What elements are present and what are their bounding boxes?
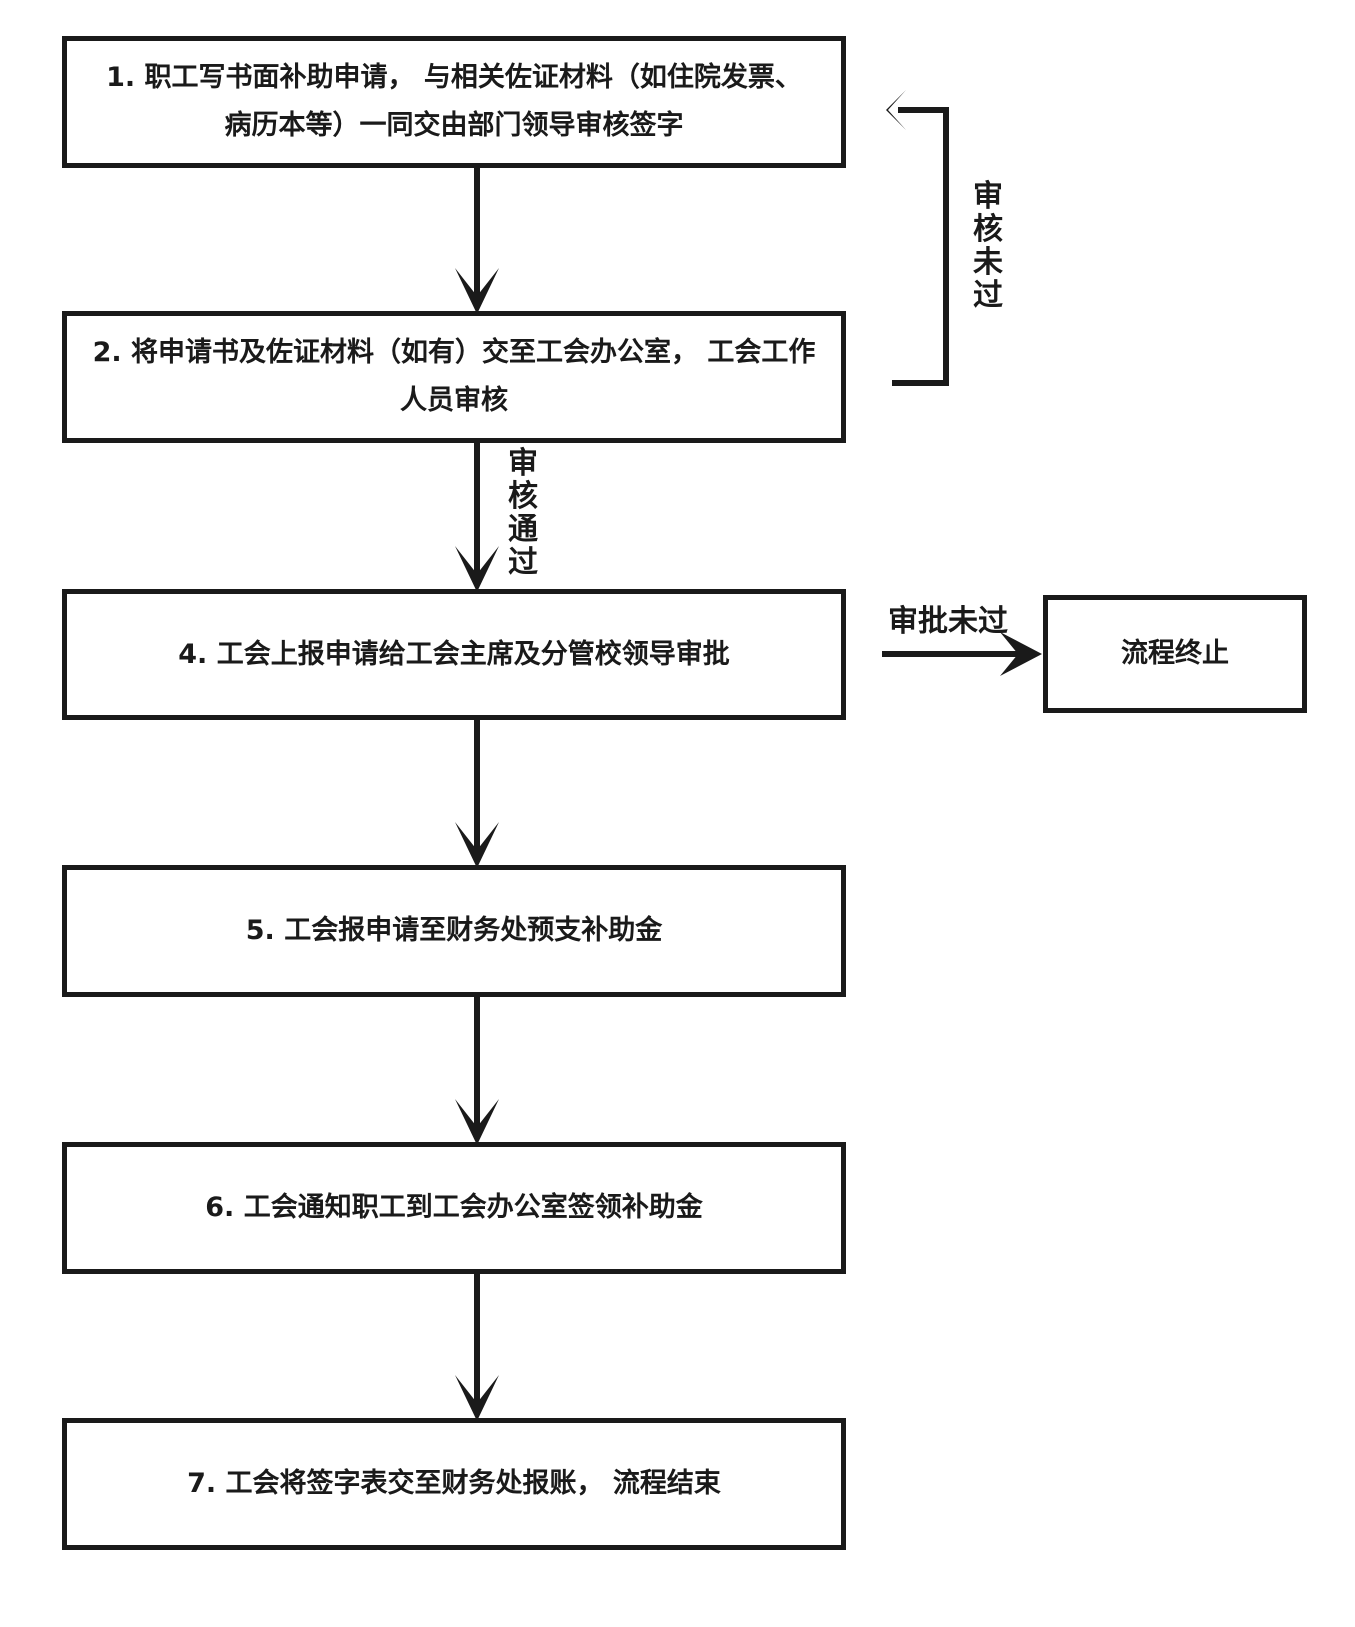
step-6-box: 6. 工会通知职工到工会办公室签领补助金 bbox=[62, 1142, 846, 1274]
edge-label-review-rejected: 审核未过 bbox=[973, 179, 1003, 313]
step-2-box: 2. 将申请书及佐证材料（如有）交至工会办公室， 工会工作 人员审核 bbox=[62, 311, 846, 443]
step-5-text: 5. 工会报申请至财务处预支补助金 bbox=[245, 915, 663, 946]
step-4-box: 4. 工会上报申请给工会主席及分管校领导审批 bbox=[62, 589, 846, 720]
terminate-box: 流程终止 bbox=[1043, 595, 1307, 713]
edge-label-approval-rejected: 审批未过 bbox=[888, 604, 1008, 639]
arrowhead-down-4 bbox=[455, 1099, 499, 1145]
step-4-text: 4. 工会上报申请给工会主席及分管校领导审批 bbox=[178, 638, 730, 670]
arrowhead-down-5 bbox=[455, 1375, 499, 1421]
step-2-text-line1: 2. 将申请书及佐证材料（如有）交至工会办公室， 工会工作 bbox=[92, 337, 816, 368]
terminate-text: 流程终止 bbox=[1121, 638, 1229, 669]
arrowhead-right-terminate bbox=[1000, 632, 1042, 676]
arrow-review-rejected-loop bbox=[892, 107, 949, 386]
edge-label-review-passed: 审核通过 bbox=[508, 446, 538, 580]
step-7-box: 7. 工会将签字表交至财务处报账， 流程结束 bbox=[62, 1418, 846, 1550]
step-1-box: 1. 职工写书面补助申请， 与相关佐证材料（如住院发票、 病历本等）一同交由部门… bbox=[62, 36, 846, 168]
step-5-box: 5. 工会报申请至财务处预支补助金 bbox=[62, 865, 846, 997]
arrowhead-down-3 bbox=[455, 822, 499, 868]
step-2-text-line2: 人员审核 bbox=[400, 385, 508, 416]
step-6-text: 6. 工会通知职工到工会办公室签领补助金 bbox=[205, 1192, 703, 1223]
arrowhead-down-2 bbox=[455, 546, 499, 592]
step-1-text-line1: 1. 职工写书面补助申请， 与相关佐证材料（如住院发票、 bbox=[106, 62, 802, 93]
step-1-text-line2: 病历本等）一同交由部门领导审核签字 bbox=[224, 110, 684, 141]
step-7-text: 7. 工会将签字表交至财务处报账， 流程结束 bbox=[187, 1468, 721, 1499]
arrowhead-down-1 bbox=[455, 268, 499, 314]
